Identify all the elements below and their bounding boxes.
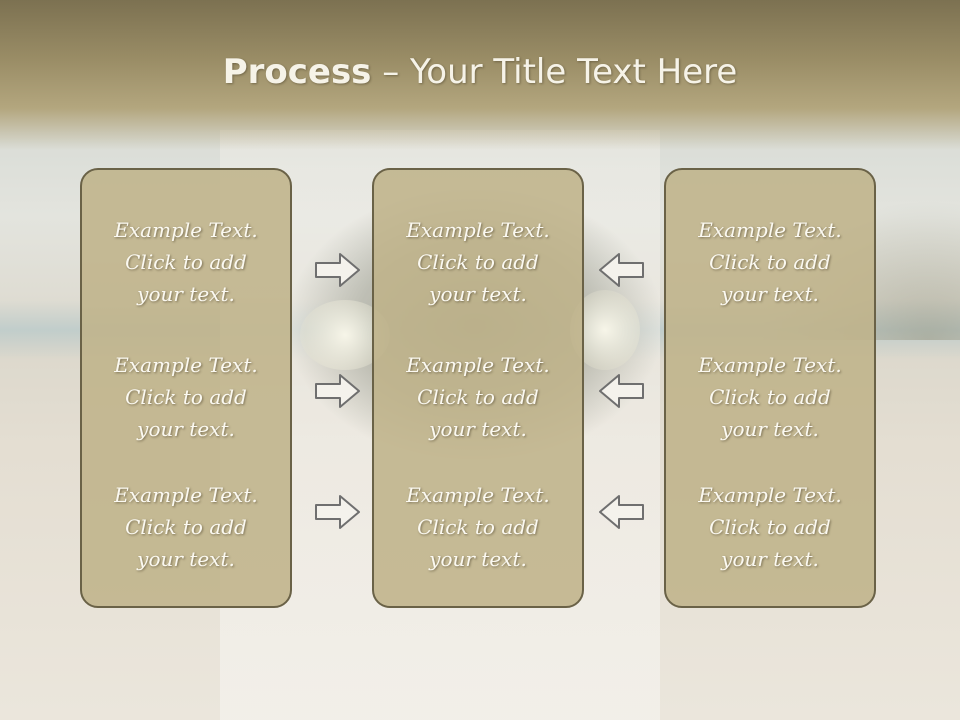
- text-line: Example Text.: [406, 353, 550, 377]
- text-line: Example Text.: [406, 218, 550, 242]
- arrow-right-icon: [315, 253, 360, 287]
- text-placeholder[interactable]: Example Text. Click to add your text.: [82, 349, 290, 445]
- text-line: your text.: [137, 282, 235, 306]
- text-line: Click to add: [709, 385, 831, 409]
- title-rest: – Your Title Text Here: [371, 52, 738, 92]
- text-line: Example Text.: [698, 218, 842, 242]
- text-line: your text.: [429, 547, 527, 571]
- text-line: Example Text.: [406, 483, 550, 507]
- process-panel-center[interactable]: Example Text. Click to add your text. Ex…: [372, 168, 584, 608]
- text-line: your text.: [721, 417, 819, 441]
- text-placeholder[interactable]: Example Text. Click to add your text.: [374, 214, 582, 310]
- text-line: Click to add: [125, 250, 247, 274]
- title-band: [0, 0, 960, 150]
- text-placeholder[interactable]: Example Text. Click to add your text.: [82, 479, 290, 575]
- text-line: your text.: [429, 282, 527, 306]
- text-line: Click to add: [125, 515, 247, 539]
- text-line: Click to add: [709, 515, 831, 539]
- title-bold: Process: [222, 52, 372, 92]
- text-line: your text.: [137, 417, 235, 441]
- text-line: Example Text.: [114, 483, 258, 507]
- process-panel-left[interactable]: Example Text. Click to add your text. Ex…: [80, 168, 292, 608]
- text-line: Click to add: [125, 385, 247, 409]
- text-placeholder[interactable]: Example Text. Click to add your text.: [666, 214, 874, 310]
- text-line: Example Text.: [114, 353, 258, 377]
- arrow-left-icon: [599, 374, 644, 408]
- text-line: Click to add: [417, 385, 539, 409]
- text-placeholder[interactable]: Example Text. Click to add your text.: [666, 349, 874, 445]
- text-placeholder[interactable]: Example Text. Click to add your text.: [82, 214, 290, 310]
- text-line: Example Text.: [114, 218, 258, 242]
- text-line: your text.: [429, 417, 527, 441]
- arrow-right-icon: [315, 495, 360, 529]
- text-line: your text.: [721, 282, 819, 306]
- text-placeholder[interactable]: Example Text. Click to add your text.: [374, 479, 582, 575]
- slide-title[interactable]: Process – Your Title Text Here: [0, 52, 960, 92]
- text-line: your text.: [721, 547, 819, 571]
- arrow-left-icon: [599, 253, 644, 287]
- process-panel-right[interactable]: Example Text. Click to add your text. Ex…: [664, 168, 876, 608]
- arrow-right-icon: [315, 374, 360, 408]
- text-line: Click to add: [417, 250, 539, 274]
- arrow-left-icon: [599, 495, 644, 529]
- text-line: Example Text.: [698, 483, 842, 507]
- text-line: your text.: [137, 547, 235, 571]
- text-line: Click to add: [417, 515, 539, 539]
- text-line: Example Text.: [698, 353, 842, 377]
- text-placeholder[interactable]: Example Text. Click to add your text.: [374, 349, 582, 445]
- text-placeholder[interactable]: Example Text. Click to add your text.: [666, 479, 874, 575]
- text-line: Click to add: [709, 250, 831, 274]
